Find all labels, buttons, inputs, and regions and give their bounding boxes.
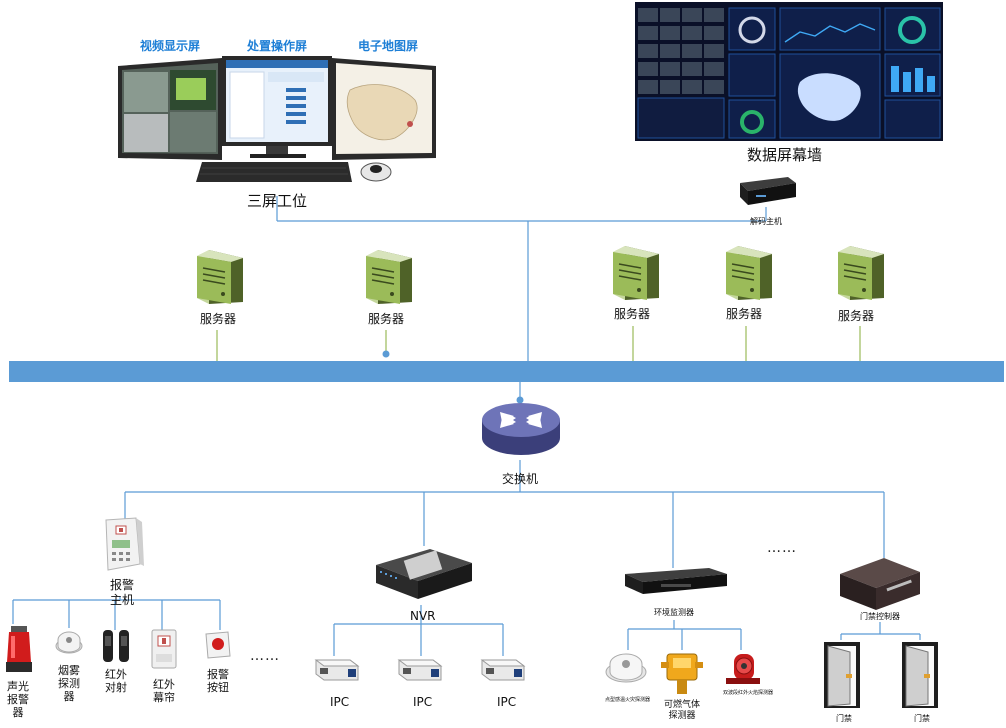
gas-detector-icon	[661, 653, 703, 694]
door-label-2: 门禁	[914, 714, 930, 723]
server-label-4: 服务器	[726, 307, 763, 321]
server-label-1: 服务器	[200, 312, 237, 326]
ipc-label-3: IPC	[497, 695, 517, 709]
server-icon	[838, 246, 884, 300]
server-icon	[366, 250, 412, 304]
ipc-label-2: IPC	[413, 695, 433, 709]
infrared-curtain-icon	[151, 629, 177, 669]
more-sensors-ellipsis: ……	[250, 648, 280, 664]
more-devices-ellipsis: ……	[767, 540, 797, 556]
access-controller-label: 门禁控制器	[860, 612, 900, 621]
sensor-label-alarm-button: 报警按钮	[207, 668, 229, 694]
env-sensor-label-gas: 可燃气体探测器	[663, 700, 700, 721]
workstation-label: 三屏工位	[247, 192, 308, 210]
map-screen-label: 电子地图屏	[358, 39, 419, 53]
env-monitor-label: 环境监测器	[654, 608, 694, 617]
video-wall	[635, 2, 943, 141]
alarm-host-device	[105, 517, 144, 571]
sensor-label-ir-beam: 红外对射	[105, 668, 127, 694]
alarm-host-label: 报警主机	[109, 578, 134, 607]
door-icon	[824, 642, 860, 708]
door-icon	[902, 642, 938, 708]
infrared-beam-icon	[103, 630, 129, 662]
alarm-button-icon	[205, 631, 231, 659]
env-sensor-label-flame: 双波段红外火焰探测器	[723, 690, 774, 696]
nvr-device	[376, 549, 472, 599]
server-icon	[613, 246, 659, 300]
flame-detector-icon	[726, 654, 760, 684]
operation-screen-label: 处置操作屏	[247, 39, 308, 53]
heat-detector-icon	[605, 653, 647, 683]
sensor-label-smoke: 烟雾探测器	[58, 664, 80, 703]
decoder-label: 解码主机	[750, 217, 782, 226]
door-label-1: 门禁	[836, 714, 852, 723]
ipc-label-1: IPC	[330, 695, 350, 709]
decoder-device	[740, 177, 796, 205]
ipc-camera-icon	[314, 659, 360, 681]
three-monitor-workstation	[118, 56, 436, 182]
ipc-camera-icon	[397, 659, 443, 681]
siren-icon	[6, 626, 32, 672]
sensor-label-ir-curtain: 红外幕帘	[153, 678, 175, 704]
server-icon	[726, 246, 772, 300]
sensor-label-siren: 声光报警器	[7, 680, 29, 719]
switch-icon	[482, 403, 560, 455]
ipc-camera-icon	[480, 659, 526, 681]
server-label-2: 服务器	[368, 312, 405, 326]
server-icon	[197, 250, 243, 304]
env-monitor-device	[625, 568, 727, 594]
server-label-5: 服务器	[838, 309, 875, 323]
env-sensor-label-heat: 点型感温火灾探测器	[605, 697, 651, 703]
video-screen-label: 视频显示屏	[140, 39, 201, 53]
smoke-detector-icon	[55, 631, 83, 654]
server-label-3: 服务器	[614, 307, 651, 321]
access-controller-device	[840, 558, 920, 610]
switch-label: 交换机	[502, 472, 539, 486]
nvr-label: NVR	[410, 609, 436, 623]
backbone-bus	[9, 361, 1004, 382]
video-wall-label: 数据屏幕墙	[747, 146, 823, 164]
